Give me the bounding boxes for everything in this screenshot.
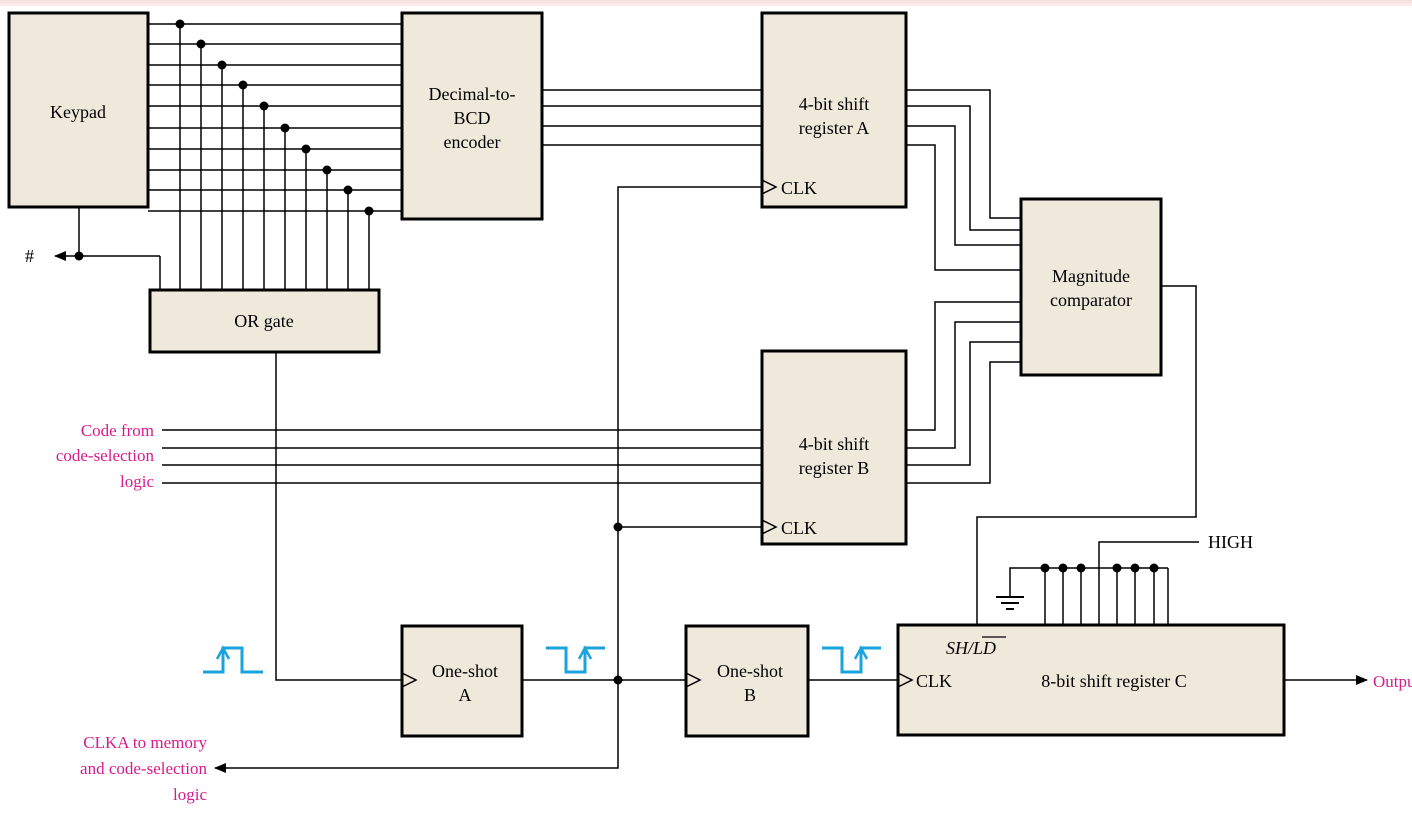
- or-to-oneshot-a-wire: [275, 352, 402, 681]
- shift-register-b-block: 4-bit shift register B CLK: [760, 349, 908, 546]
- top-border: [0, 0, 1412, 6]
- encoder-label-line2: BCD: [453, 108, 490, 128]
- negative-pulse-icon: [822, 645, 881, 674]
- code-from-label-line1: Code from: [81, 421, 154, 440]
- shift-b-label-line2: register B: [799, 458, 869, 478]
- keypad-label: Keypad: [50, 102, 106, 122]
- or-gate-block: OR gate: [148, 288, 381, 354]
- comparator-label-line2: comparator: [1050, 290, 1132, 310]
- clock-triangle-icon: [761, 179, 778, 195]
- shift-a-label-line1: 4-bit shift: [799, 94, 870, 114]
- ld-part: LD: [972, 638, 996, 658]
- ground-icon: [996, 596, 1024, 610]
- shift-b-to-comparator-wires: [906, 301, 1021, 484]
- shift-register-c-block: SH/LD CLK 8-bit shift register C: [896, 623, 1286, 737]
- clka-label-line3: logic: [173, 785, 207, 804]
- clock-triangle-icon: [401, 672, 418, 688]
- junction-dots: [74, 19, 1159, 685]
- shift-a-to-comparator-wires: [906, 89, 1021, 271]
- encoder-block: Decimal-to- BCD encoder: [400, 11, 544, 221]
- clka-label-line1: CLKA to memory: [83, 733, 207, 752]
- shift-a-label-line2: register A: [799, 118, 869, 138]
- shift-b-clk-label: CLK: [781, 518, 817, 538]
- code-from-label-line3: logic: [120, 472, 154, 491]
- one-shot-a-label-line2: A: [459, 685, 472, 705]
- shift-register-a-block: 4-bit shift register A CLK: [760, 11, 908, 209]
- encoder-label-line3: encoder: [444, 132, 501, 152]
- one-shot-a-block: One-shot A: [400, 624, 524, 738]
- high-label: HIGH: [1208, 532, 1253, 552]
- clock-triangle-icon: [761, 519, 778, 535]
- one-shot-a-label-line1: One-shot: [432, 661, 498, 681]
- code-input-wires: [162, 429, 762, 484]
- clock-triangle-icon: [685, 672, 702, 688]
- one-shot-b-block: One-shot B: [684, 624, 810, 738]
- sh-part: SH/: [946, 638, 975, 658]
- comparator-to-shld-wire: [976, 285, 1197, 625]
- parallel-input-wires: [1009, 541, 1199, 625]
- keypad-to-encoder-wires: [148, 23, 402, 212]
- shift-c-label: 8-bit shift register C: [1041, 671, 1186, 691]
- hash-line: [54, 207, 161, 290]
- clk-distribution: [214, 186, 762, 773]
- hash-label: #: [25, 246, 34, 266]
- encoder-label-line1: Decimal-to-: [429, 84, 516, 104]
- encoder-to-shift-a-wires: [542, 89, 762, 146]
- keypad-block: Keypad: [7, 11, 150, 209]
- comparator-label-line1: Magnitude: [1052, 266, 1130, 286]
- negative-pulse-icon: [546, 645, 605, 674]
- shift-a-clk-label: CLK: [781, 178, 817, 198]
- shift-b-label-line1: 4-bit shift: [799, 434, 870, 454]
- comparator-block: Magnitude comparator: [1019, 197, 1163, 377]
- sh-ld-label: SH/LD: [946, 638, 996, 658]
- output-label: Output: [1373, 672, 1412, 691]
- or-gate-label: OR gate: [234, 311, 293, 331]
- keypad-to-or-taps: [179, 24, 370, 290]
- positive-pulse-icon: [203, 645, 263, 674]
- shift-c-clk-label: CLK: [916, 671, 952, 691]
- clka-label-line2: and code-selection: [80, 759, 207, 778]
- clock-triangle-icon: [897, 672, 914, 688]
- one-shot-b-label-line2: B: [744, 685, 756, 705]
- one-shot-b-label-line1: One-shot: [717, 661, 783, 681]
- code-from-label-line2: code-selection: [56, 446, 155, 465]
